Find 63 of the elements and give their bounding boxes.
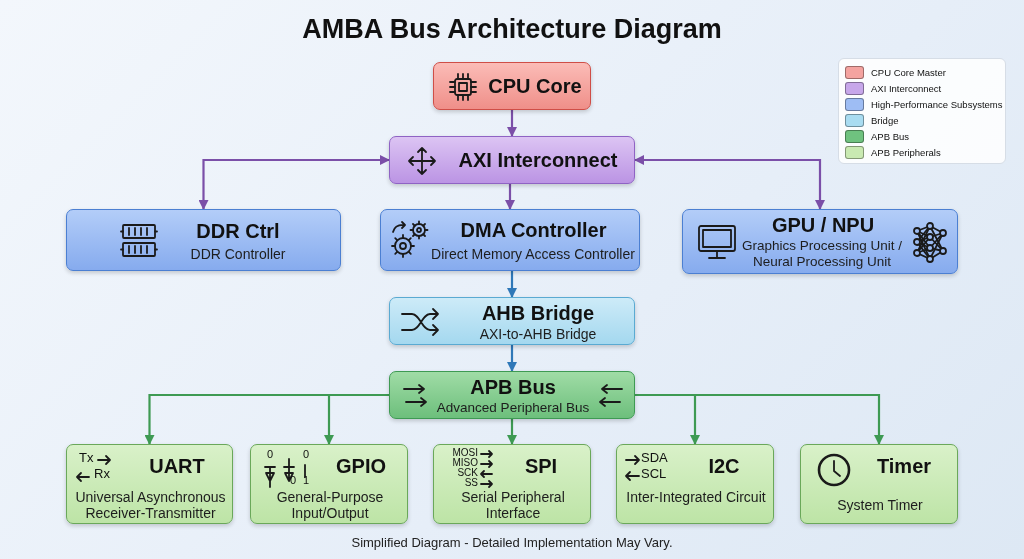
node-title: GPU / NPU — [770, 214, 876, 237]
component-box — [66, 444, 233, 524]
component-box — [389, 136, 635, 184]
node-title: SPI — [523, 455, 559, 478]
connector-arrow — [507, 271, 517, 298]
pin-label: 0 — [301, 449, 311, 460]
component-box — [433, 444, 591, 524]
pin-label: SCL — [641, 467, 668, 480]
legend-label: APB Peripherals — [871, 146, 941, 158]
connector-arrow — [507, 419, 517, 445]
connector-arrow — [198, 155, 390, 210]
component-box — [433, 62, 591, 110]
connector-arrow — [507, 110, 517, 137]
pin-label: 0 — [265, 449, 275, 460]
node-title: Timer — [875, 455, 933, 478]
node-subtitle: System Timer — [836, 497, 924, 514]
node-subtitle: Inter-Integrated Circuit — [625, 489, 767, 506]
diagram-title: AMBA Bus Architecture Diagram — [301, 14, 723, 45]
pin-label: MISO — [451, 458, 478, 468]
pin-label: MOSI — [451, 448, 478, 458]
connector-arrow — [507, 345, 517, 372]
pin-label: 1 — [301, 475, 311, 486]
legend-label: CPU Core Master — [871, 66, 946, 78]
node-subtitle: Universal Asynchronous Receiver-Transmitter — [74, 489, 227, 522]
connector-arrow — [635, 393, 884, 445]
legend-label: APB Bus — [871, 130, 910, 142]
component-box — [682, 209, 958, 274]
node-subtitle: Serial Peripheral Interface — [460, 489, 566, 522]
node-title: DMA Controller — [459, 219, 608, 242]
connector-arrow — [634, 155, 825, 210]
component-box — [380, 209, 640, 271]
node-title: AHB Bridge — [480, 302, 596, 325]
legend-label: AXI Interconnect — [871, 82, 942, 94]
component-box — [616, 444, 774, 524]
pin-label: SS — [463, 478, 478, 488]
caption: Simplified Diagram - Detailed Implementation May Vary. — [350, 535, 674, 550]
component-box — [66, 209, 341, 271]
node-subtitle: AXI-to-AHB Bridge — [478, 326, 598, 343]
legend-label: Bridge — [871, 114, 899, 126]
connector-arrow — [324, 393, 389, 445]
node-title: AXI Interconnect — [457, 149, 619, 172]
node-subtitle: Advanced Peripheral Bus — [435, 400, 591, 416]
pin-label: SDA — [641, 451, 669, 464]
node-title: CPU Core — [487, 75, 583, 98]
pin-label: SCK — [456, 468, 478, 478]
legend-label: High-Performance Subsystems — [871, 98, 1003, 110]
node-title: APB Bus — [469, 376, 557, 399]
node-subtitle: DDR Controller — [189, 246, 287, 263]
connector-arrow — [505, 184, 515, 210]
node-subtitle: General-Purpose Input/Output — [275, 489, 385, 522]
pin-label: 0 — [288, 475, 298, 486]
component-box — [800, 444, 958, 524]
pin-label: Tx — [79, 451, 95, 464]
pin-label: Rx — [94, 467, 111, 480]
node-title: DDR Ctrl — [195, 220, 281, 243]
node-subtitle: Direct Memory Access Controller — [430, 246, 636, 263]
node-title: UART — [148, 455, 206, 478]
node-title: GPIO — [335, 455, 387, 478]
node-subtitle: Graphics Processing Unit / Neural Processing Unit — [741, 238, 903, 270]
component-box — [389, 371, 635, 419]
component-box — [250, 444, 408, 524]
component-box — [389, 297, 635, 345]
node-title: I2C — [707, 455, 741, 478]
